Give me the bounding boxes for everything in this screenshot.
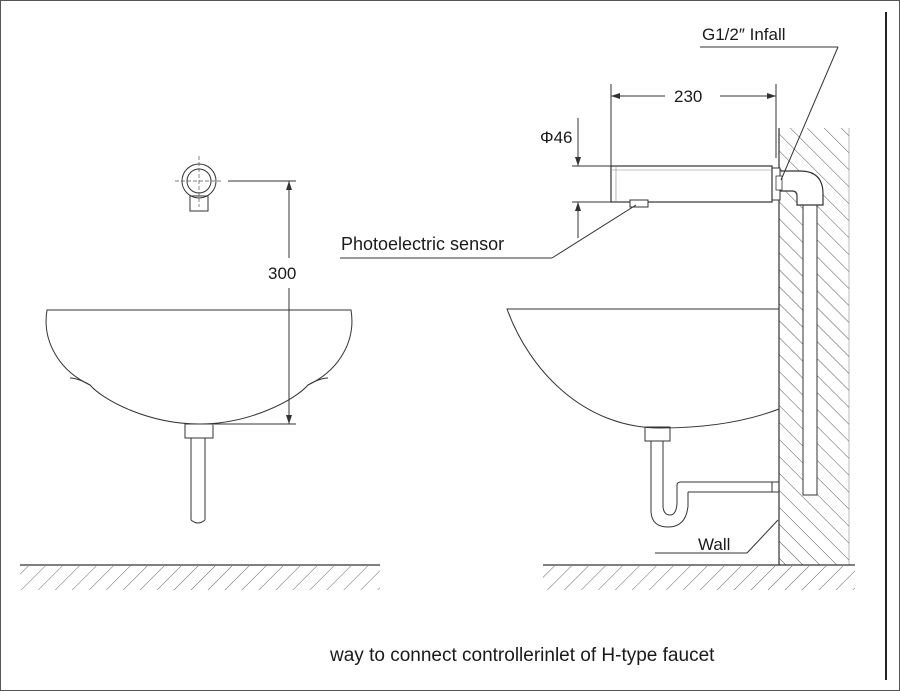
p-trap <box>650 441 779 528</box>
side-view: 230 Φ46 G1/2″ Infall Photoelectric senso… <box>340 25 855 590</box>
wall-leader: Wall <box>655 519 779 554</box>
floor-left <box>20 564 380 590</box>
diameter-label: Φ46 <box>540 128 572 147</box>
sensor-nozzle <box>629 199 649 208</box>
infall-label: G1/2″ Infall <box>702 25 786 44</box>
front-view: 300 <box>20 156 380 590</box>
height-label: 300 <box>268 264 296 283</box>
basin-front <box>45 309 353 524</box>
wall-label: Wall <box>698 535 730 554</box>
length-label: 230 <box>674 87 702 106</box>
faucet-front-view <box>175 156 222 212</box>
sensor-label: Photoelectric sensor <box>341 234 504 254</box>
sensor-leader: Photoelectric sensor <box>340 204 637 259</box>
faucet-body <box>610 165 773 208</box>
floor-right <box>543 564 855 590</box>
inlet-pipe <box>771 167 824 496</box>
infall-leader: G1/2″ Infall <box>700 25 839 181</box>
caption: way to connect controllerinlet of H-type… <box>329 645 715 666</box>
basin-side <box>506 308 780 442</box>
height-dimension: 300 <box>214 180 296 425</box>
length-dimension: 230 <box>610 84 777 166</box>
diameter-dimension: Φ46 <box>540 118 611 238</box>
